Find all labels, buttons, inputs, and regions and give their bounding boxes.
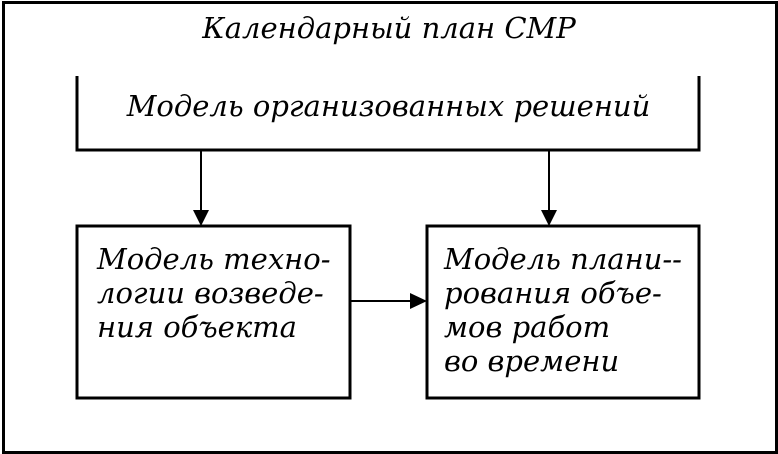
- diagram-title: Календарный план СМР: [202, 11, 576, 45]
- left-box-label: Модель техно- логии возведе- ния объекта: [97, 242, 331, 344]
- top-block-label: Модель организованных решений: [126, 89, 651, 123]
- right-box-label: Модель плани-- рования объе- мов работ в…: [444, 242, 682, 378]
- top-block-bracket: [75, 76, 701, 152]
- left-box: [75, 224, 352, 400]
- right-box: [425, 224, 701, 400]
